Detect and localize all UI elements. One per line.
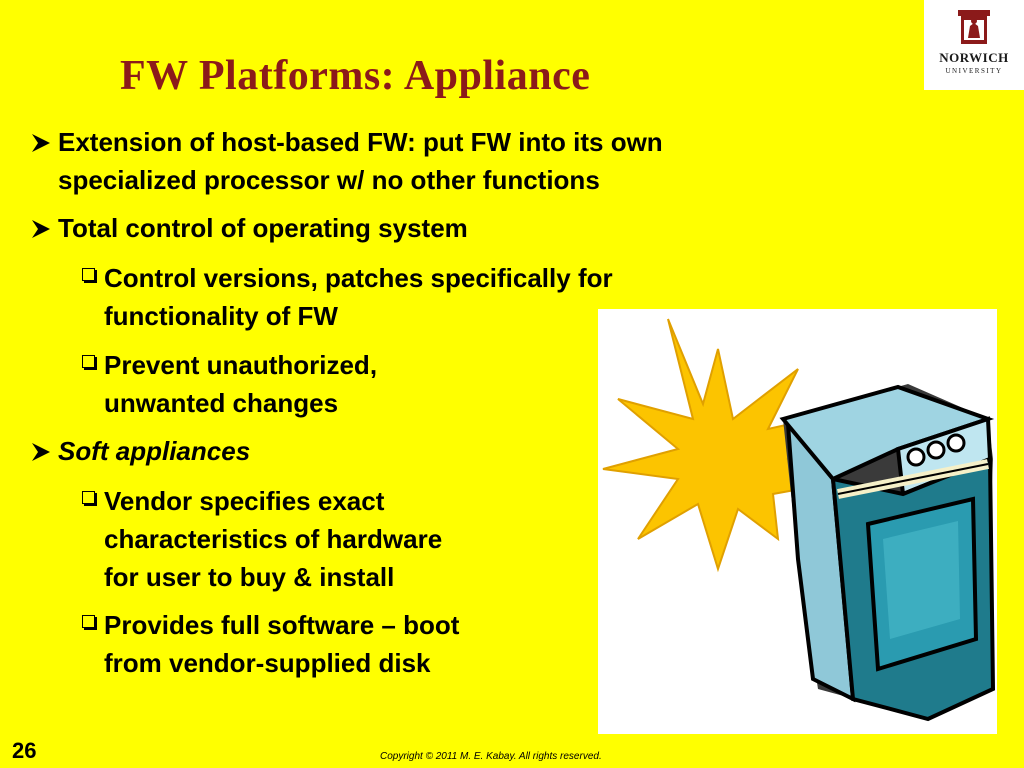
sub-bullet-3-line-1: Vendor specifies exact [104, 486, 385, 516]
sub-bullet-1: Control versions, patches specifically f… [104, 259, 613, 335]
sub-bullet-1-line-1: Control versions, patches specifically f… [104, 263, 613, 293]
sub-bullet-2: Prevent unauthorized, unwanted changes [104, 346, 377, 422]
checkbox-bullet-icon [82, 355, 95, 368]
bullet-1: Extension of host-based FW: put FW into … [58, 123, 663, 199]
sub-bullet-4: Provides full software – boot from vendo… [104, 606, 459, 682]
seal-icon [958, 10, 990, 44]
sub-bullet-3-line-3: for user to buy & install [104, 562, 395, 592]
sub-bullet-1-line-2: functionality of FW [104, 301, 338, 331]
sub-bullet-4-line-2: from vendor-supplied disk [104, 648, 431, 678]
checkbox-bullet-icon [82, 491, 95, 504]
sub-bullet-3-line-2: characteristics of hardware [104, 524, 443, 554]
checkbox-bullet-icon [82, 268, 95, 281]
page-number: 26 [12, 738, 37, 763]
copyright-notice: Copyright © 2011 M. E. Kabay. All rights… [380, 751, 602, 762]
oven-clipart-icon [598, 309, 997, 734]
sub-bullet-4-line-1: Provides full software – boot [104, 610, 460, 640]
sub-bullet-2-line-2: unwanted changes [104, 388, 339, 418]
bullet-1-line-1: Extension of host-based FW: put FW into … [58, 127, 663, 157]
arrow-bullet-icon [32, 220, 50, 238]
sub-bullet-3: Vendor specifies exact characteristics o… [104, 482, 442, 596]
bullet-2: Total control of operating system [58, 209, 468, 247]
logo-name: NORWICH [939, 50, 1009, 65]
arrow-bullet-icon [32, 134, 50, 152]
university-logo: NORWICH UNIVERSITY [924, 0, 1024, 90]
logo-sub: UNIVERSITY [945, 67, 1003, 75]
bullet-2-line-1: Total control of operating system [58, 213, 468, 243]
bullet-3-line-1: Soft appliances [58, 436, 251, 466]
arrow-bullet-icon [32, 443, 50, 461]
bullet-1-line-2: specialized processor w/ no other functi… [58, 165, 600, 195]
slide-title: FW Platforms: Appliance [120, 53, 591, 99]
bullet-3: Soft appliances [58, 432, 250, 470]
sub-bullet-2-line-1: Prevent unauthorized, [104, 350, 378, 380]
checkbox-bullet-icon [82, 615, 95, 628]
